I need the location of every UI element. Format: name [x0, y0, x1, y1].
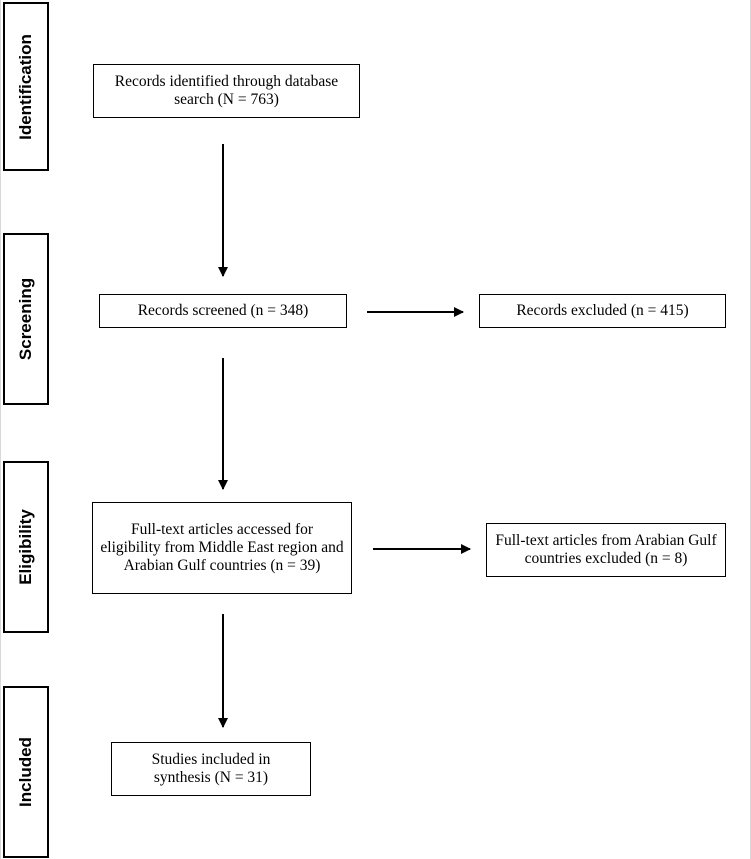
fulltext-articles-box: Full-text articles accessed for eligibil… [92, 502, 352, 594]
included-studies-text: Studies included in synthesis (N = 31) [151, 751, 271, 786]
fulltext-excluded-box: Full-text articles from Arabian Gulf cou… [486, 523, 726, 577]
excluded-records-text: Records excluded (n = 415) [516, 302, 689, 319]
fulltext-excluded-text: Full-text articles from Arabian Gulf cou… [495, 532, 717, 567]
phase-identification: Identification [3, 2, 49, 171]
phase-included: Included [3, 686, 49, 858]
phase-screening: Screening [3, 233, 49, 405]
phase-eligibility: Eligibility [3, 461, 49, 633]
identified-records-text: Records identified through database sear… [114, 73, 339, 108]
included-studies-box: Studies included in synthesis (N = 31) [111, 742, 311, 796]
screened-records-box: Records screened (n = 348) [99, 294, 347, 328]
identified-records-box: Records identified through database sear… [93, 64, 360, 118]
excluded-records-box: Records excluded (n = 415) [479, 294, 726, 328]
screened-records-text: Records screened (n = 348) [137, 302, 309, 319]
fulltext-articles-text: Full-text articles accessed for eligibil… [100, 521, 344, 574]
